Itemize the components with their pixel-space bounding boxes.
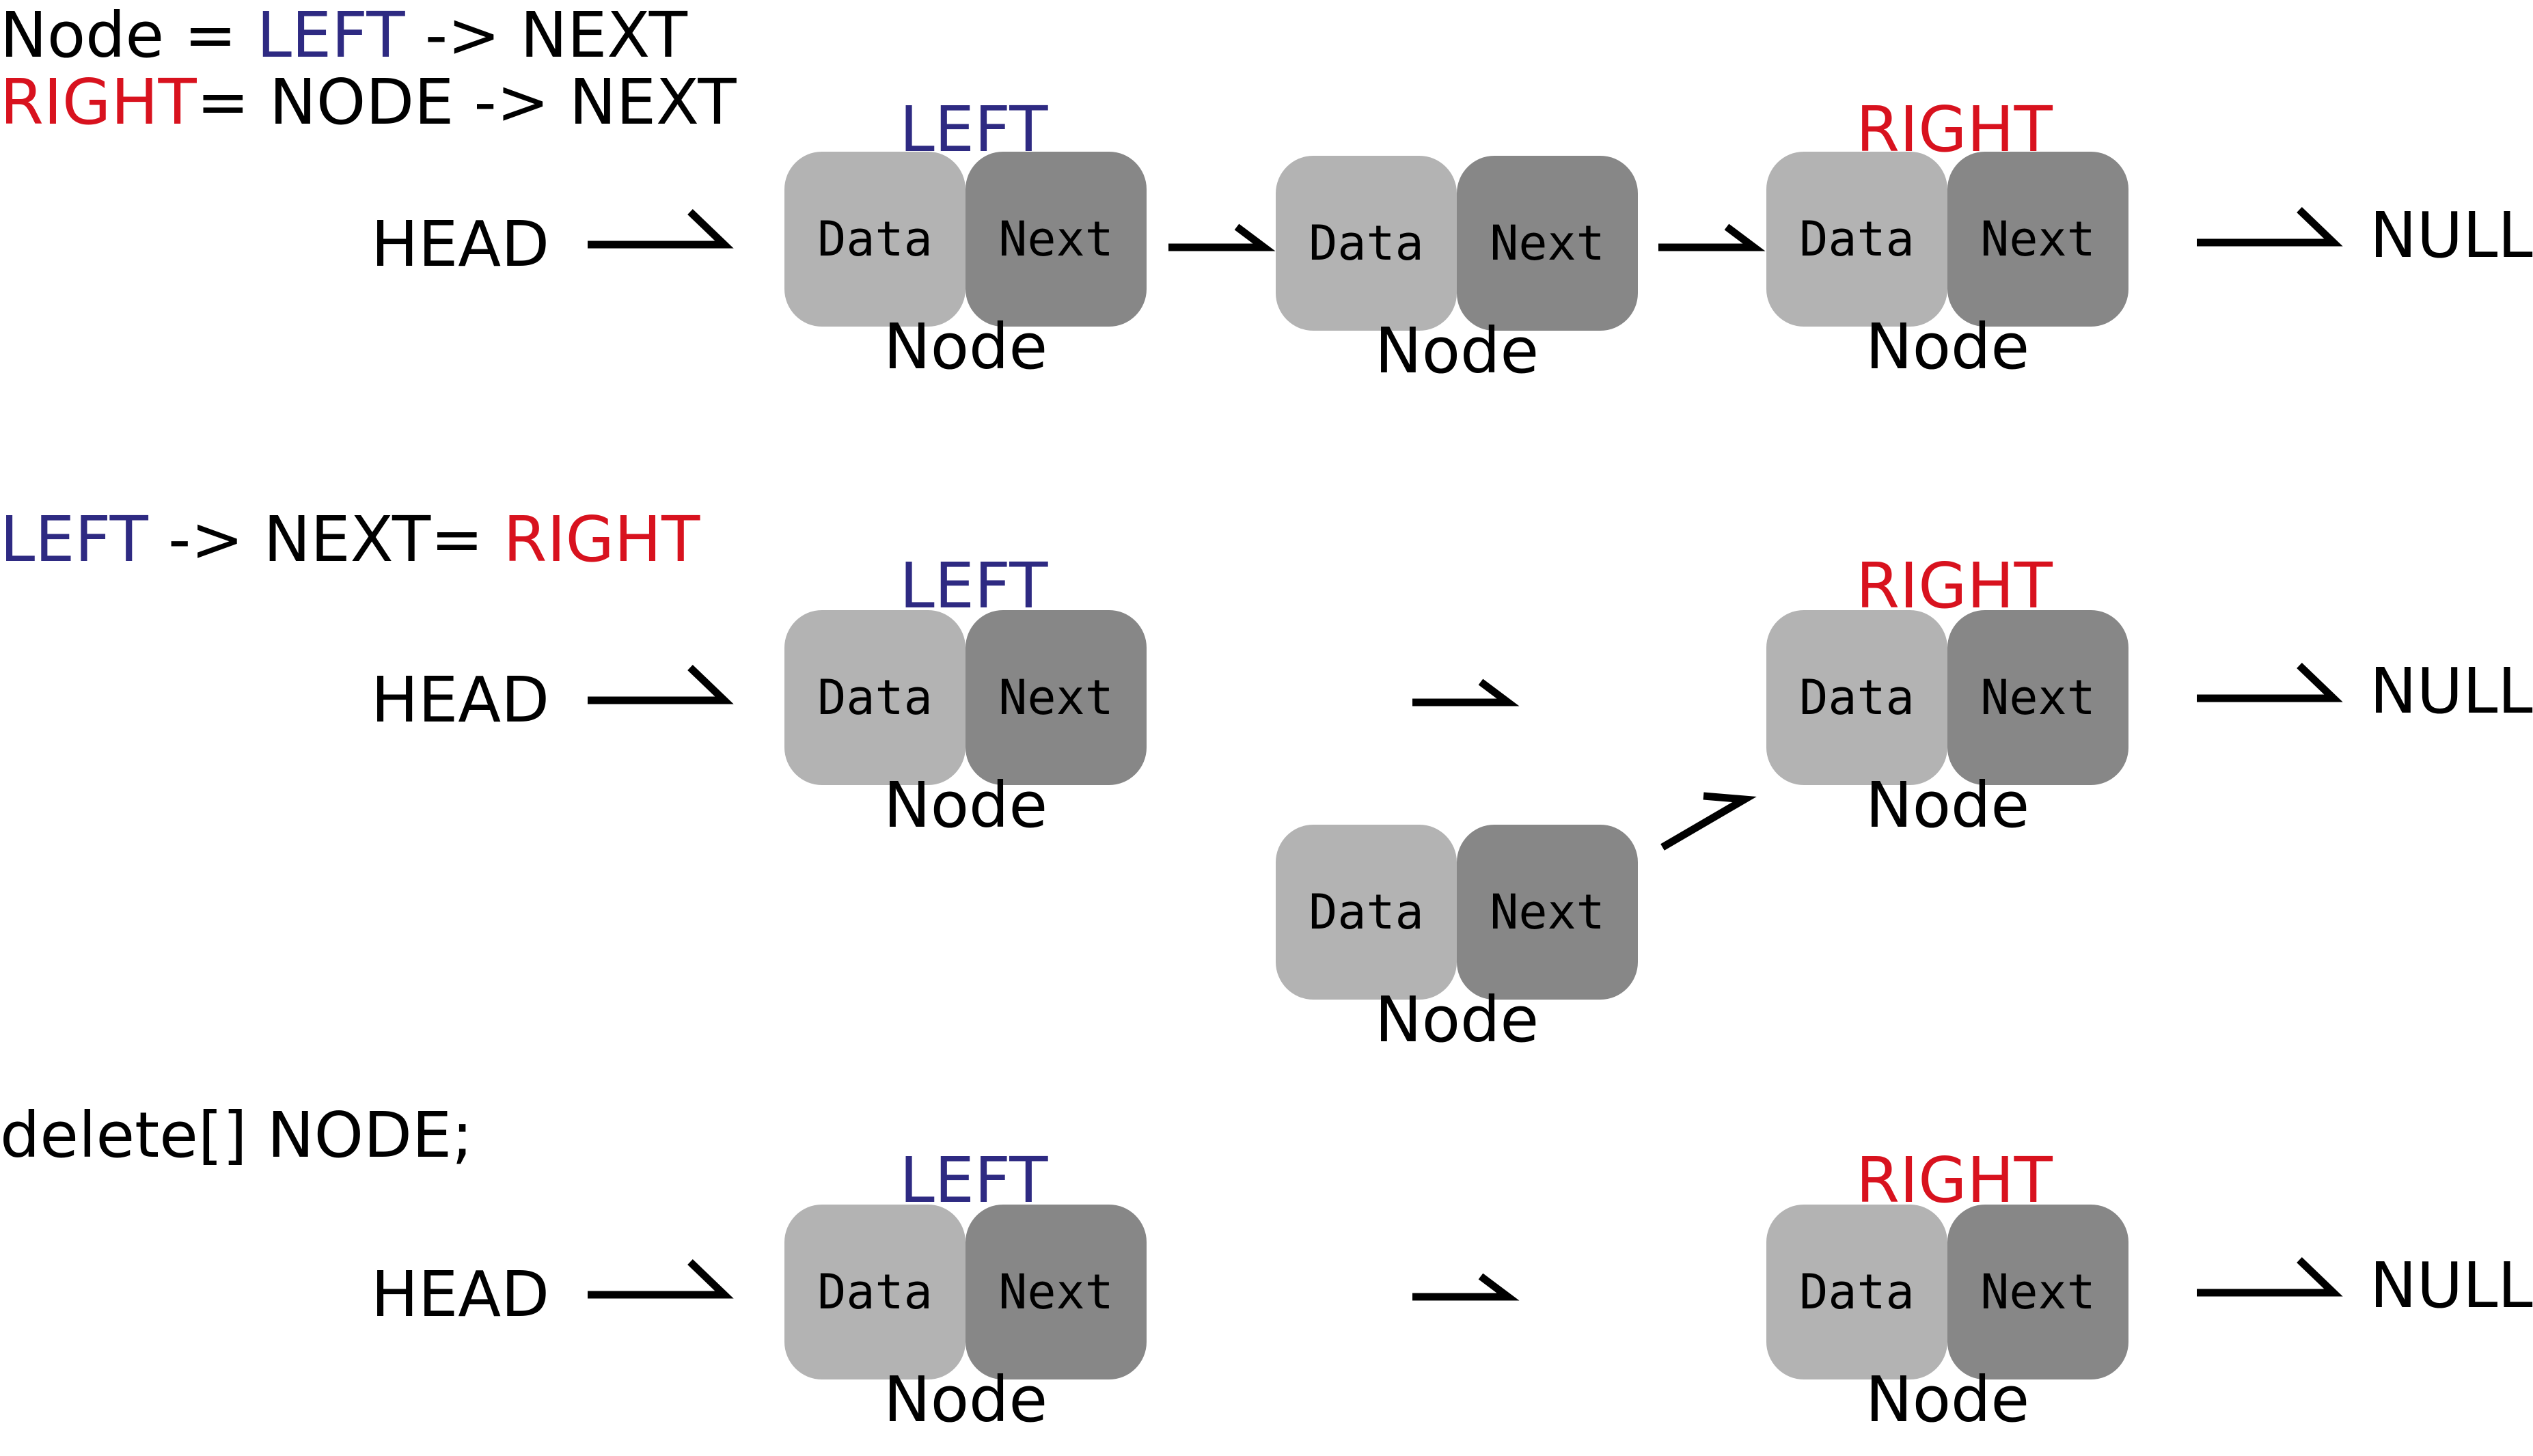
- node-next-cell: Next: [1457, 825, 1638, 1000]
- left-pointer-label: LEFT: [899, 1144, 1048, 1217]
- node-next-cell: Next: [966, 1205, 1147, 1379]
- arrow-icon: [1658, 223, 1766, 251]
- list-node: Data Next Node: [1276, 156, 1638, 385]
- node-data-cell: Data: [1276, 825, 1457, 1000]
- node-caption: Node: [1374, 983, 1539, 1056]
- node-caption: Node: [1374, 314, 1539, 387]
- null-label: NULL: [2370, 1249, 2533, 1322]
- detached-node: Data Next Node: [1276, 825, 1638, 1054]
- arrow-icon: [2197, 663, 2343, 702]
- arrow-icon: [1412, 1273, 1520, 1301]
- node-caption: Node: [1865, 310, 2030, 383]
- list-node: Data Next Node: [784, 152, 1147, 381]
- code-line-1: Node = LEFT -> NEXT: [0, 1, 687, 70]
- node-data-cell: Data: [784, 610, 966, 785]
- node-caption: Node: [1865, 1363, 2030, 1436]
- list-node: Data Next Node: [784, 1205, 1147, 1434]
- arrow-icon: [1412, 678, 1520, 706]
- right-pointer-label: RIGHT: [1856, 1144, 2053, 1217]
- arrow-icon: [2197, 1257, 2343, 1297]
- node-next-cell: Next: [1457, 156, 1638, 331]
- code-line-2: RIGHT= NODE -> NEXT: [0, 68, 737, 137]
- node-data-cell: Data: [784, 152, 966, 327]
- code-text: = NODE -> NEXT: [196, 66, 737, 139]
- node-data-cell: Data: [784, 1205, 966, 1379]
- null-label: NULL: [2370, 655, 2533, 728]
- arrow-icon: [1660, 792, 1757, 851]
- list-node: Data Next Node: [1766, 610, 2128, 840]
- code-text: -> NEXT: [405, 0, 687, 72]
- right-pointer-label: RIGHT: [1856, 549, 2053, 622]
- node-caption: Node: [883, 1363, 1048, 1436]
- null-label: NULL: [2370, 199, 2533, 272]
- node-next-cell: Next: [1947, 610, 2128, 785]
- node-data-cell: Data: [1766, 152, 1947, 327]
- code-text: Node =: [0, 0, 257, 72]
- node-data-cell: Data: [1766, 1205, 1947, 1379]
- code-line-3: LEFT -> NEXT= RIGHT: [0, 506, 700, 574]
- list-node: Data Next Node: [1766, 152, 2128, 381]
- node-data-cell: Data: [1766, 610, 1947, 785]
- node-caption: Node: [1865, 769, 2030, 842]
- arrow-icon: [1168, 223, 1276, 251]
- list-node: Data Next Node: [1766, 1205, 2128, 1434]
- code-left-keyword: LEFT: [0, 503, 148, 576]
- node-next-cell: Next: [966, 610, 1147, 785]
- code-text: -> NEXT=: [148, 503, 504, 576]
- left-pointer-label: LEFT: [899, 549, 1048, 622]
- head-label: HEAD: [371, 663, 550, 737]
- head-label: HEAD: [371, 208, 550, 281]
- code-right-keyword: RIGHT: [0, 66, 197, 139]
- code-right-keyword: RIGHT: [503, 503, 700, 576]
- node-caption: Node: [883, 769, 1048, 842]
- arrow-icon: [588, 665, 734, 704]
- node-caption: Node: [883, 310, 1048, 383]
- arrow-icon: [588, 209, 734, 249]
- code-line-4: delete[] NODE;: [0, 1099, 474, 1172]
- arrow-icon: [588, 1259, 734, 1299]
- node-next-cell: Next: [1947, 152, 2128, 327]
- node-data-cell: Data: [1276, 156, 1457, 331]
- node-next-cell: Next: [966, 152, 1147, 327]
- code-left-keyword: LEFT: [256, 0, 405, 72]
- list-node: Data Next Node: [784, 610, 1147, 840]
- node-next-cell: Next: [1947, 1205, 2128, 1379]
- head-label: HEAD: [371, 1258, 550, 1331]
- arrow-icon: [2197, 207, 2343, 247]
